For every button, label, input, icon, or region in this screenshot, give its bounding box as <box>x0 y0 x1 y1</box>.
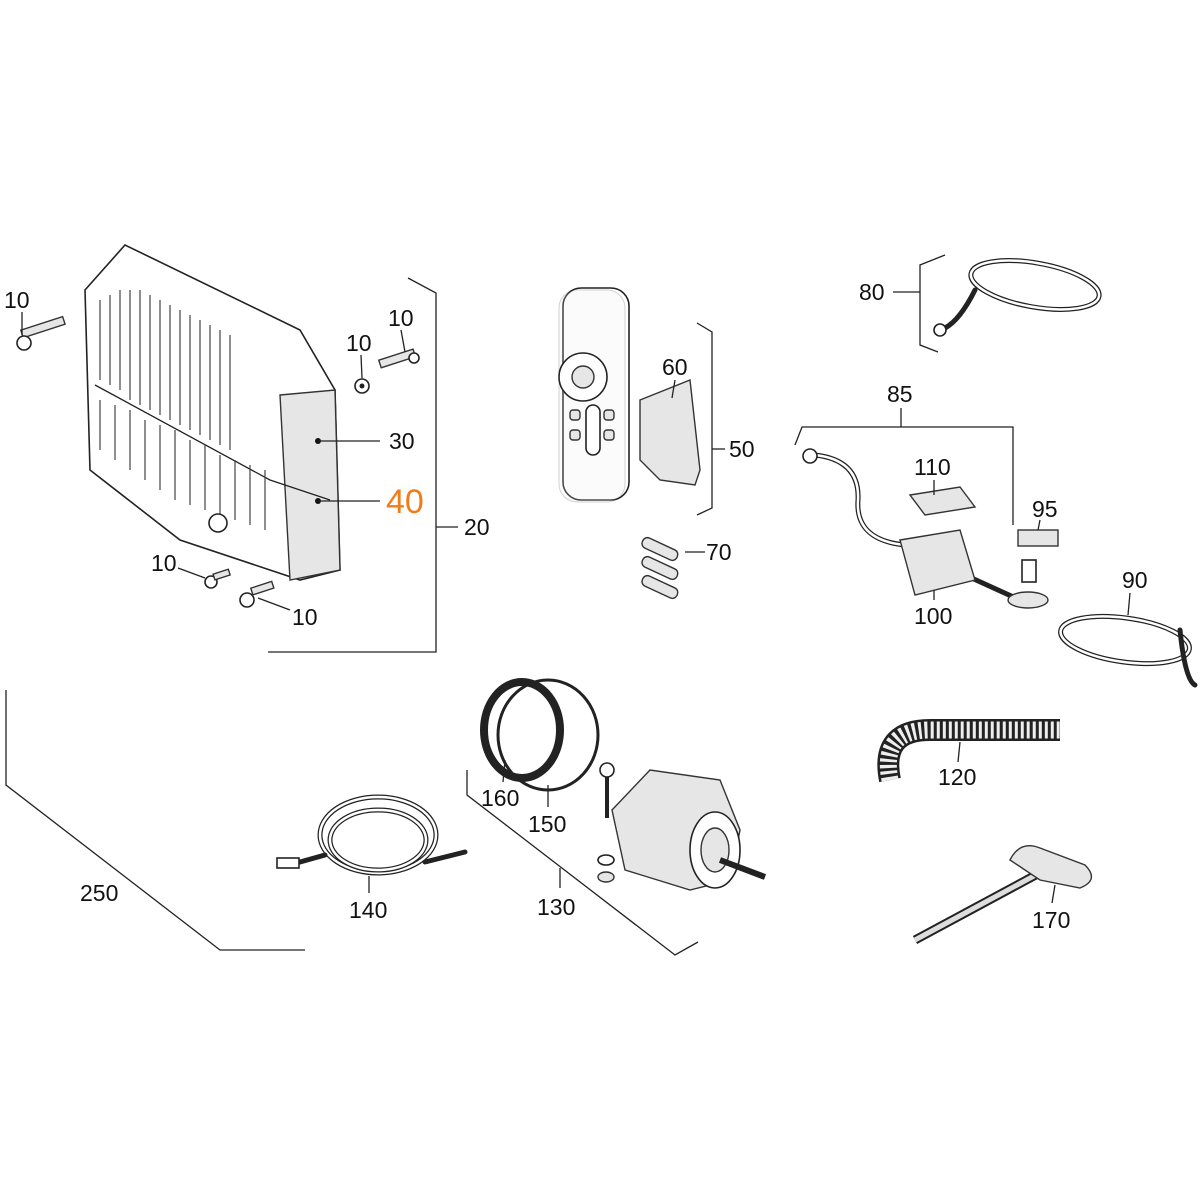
label-85[interactable]: 85 <box>887 381 913 407</box>
hose-clamp[interactable] <box>480 678 600 792</box>
screw-icon[interactable] <box>377 348 420 369</box>
label-110[interactable]: 110 <box>914 454 951 480</box>
label-60[interactable]: 60 <box>662 354 688 380</box>
label-120[interactable]: 120 <box>938 764 976 790</box>
label-95[interactable]: 95 <box>1032 496 1058 522</box>
batteries-icon[interactable] <box>640 536 679 600</box>
part-labels: 10 10 10 30 40 20 10 10 60 50 70 80 85 1… <box>4 279 1148 933</box>
cable-90[interactable] <box>1058 609 1198 688</box>
label-10[interactable]: 10 <box>4 287 30 313</box>
label-90[interactable]: 90 <box>1122 567 1148 593</box>
label-250[interactable]: 250 <box>80 880 118 906</box>
label-10[interactable]: 10 <box>292 604 318 630</box>
battery-clip[interactable] <box>639 379 701 486</box>
cable-140[interactable] <box>276 794 468 876</box>
label-80[interactable]: 80 <box>859 279 885 305</box>
label-30[interactable]: 30 <box>389 428 415 454</box>
label-160[interactable]: 160 <box>481 785 519 811</box>
label-50[interactable]: 50 <box>729 436 755 462</box>
screw-icon[interactable] <box>239 580 275 608</box>
label-10[interactable]: 10 <box>346 330 372 356</box>
label-150[interactable]: 150 <box>528 811 566 837</box>
fuse-holder[interactable] <box>899 529 976 596</box>
washer-icon[interactable] <box>354 378 370 394</box>
label-10[interactable]: 10 <box>388 305 414 331</box>
screw-icon[interactable] <box>204 568 232 589</box>
label-140[interactable]: 140 <box>349 897 387 923</box>
cable-80[interactable] <box>933 252 1103 337</box>
label-130[interactable]: 130 <box>537 894 575 920</box>
screw-icon[interactable] <box>16 315 66 351</box>
control-unit-housing[interactable] <box>84 244 341 581</box>
label-70[interactable]: 70 <box>706 539 732 565</box>
remote-control[interactable] <box>558 287 630 503</box>
motor-assembly[interactable] <box>597 762 767 891</box>
label-40-selected[interactable]: 40 <box>386 483 424 521</box>
t-handle-tool[interactable] <box>912 845 1093 944</box>
label-100[interactable]: 100 <box>914 603 952 629</box>
key-switch[interactable] <box>1007 529 1059 609</box>
label-170[interactable]: 170 <box>1032 907 1070 933</box>
label-10[interactable]: 10 <box>151 550 177 576</box>
truma-logo-icon <box>208 513 228 533</box>
label-20[interactable]: 20 <box>464 514 490 540</box>
mounting-bracket[interactable] <box>908 486 977 516</box>
corrugated-hose[interactable] <box>877 718 1060 783</box>
